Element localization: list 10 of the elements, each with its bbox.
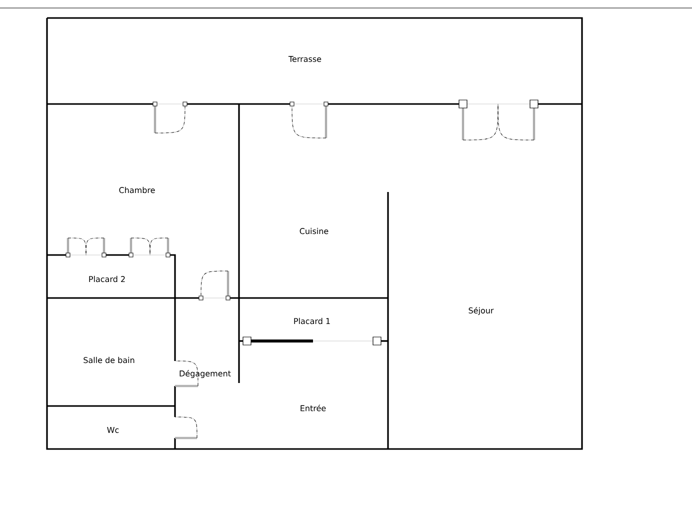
room-label: Placard 1 [294, 318, 330, 324]
room-label: Salle de bain [84, 356, 134, 364]
room-label: Placard 2 [89, 276, 125, 282]
room-label: Entrée [300, 404, 326, 412]
room-label: Cuisine [300, 228, 328, 234]
room-label: Terrasse [288, 56, 322, 62]
room-label: Chambre [119, 186, 155, 194]
room-label: Dégagement [180, 370, 231, 378]
room-label: Séjour [468, 306, 494, 316]
room-label: Wc [107, 427, 119, 433]
